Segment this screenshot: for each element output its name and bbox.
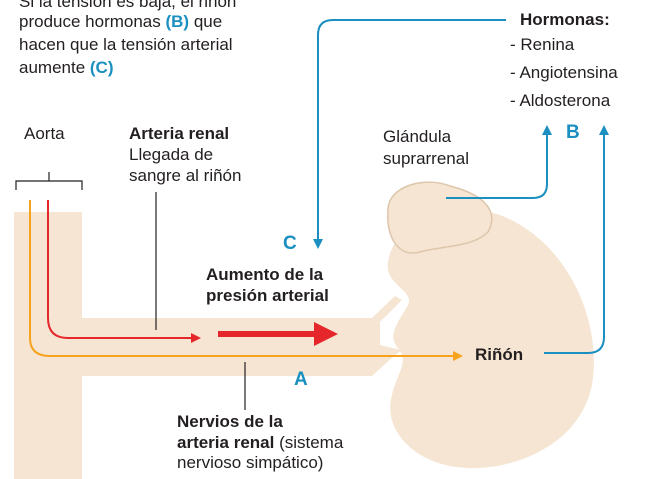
nerves-line-2-bold: arteria renal: [177, 433, 275, 452]
nerves-line-1: Nervios de la: [177, 412, 283, 431]
gland-to-hormones-arrow: [446, 125, 552, 199]
aorta-and-renal-artery: [14, 212, 402, 479]
blood-flow-line: [47, 200, 201, 343]
intro-ref-c: (C): [89, 58, 114, 77]
adrenal-gland-shape: [387, 181, 493, 254]
kidney-shape: [387, 209, 594, 469]
letter-a: A: [294, 369, 308, 390]
letter-c: C: [283, 233, 297, 254]
intro-line-2: produce hormonas (B) que: [19, 12, 222, 32]
pressure-arrowhead: [314, 322, 338, 346]
gland-label-1: Glándula: [383, 127, 452, 146]
kidney-label: Riñón: [475, 345, 524, 364]
arteria-title: Arteria renal: [129, 124, 230, 143]
arteria-line-3: sangre al riñón: [129, 166, 242, 185]
nerves-line-2-rest: (sistema: [274, 433, 344, 452]
hormones-title: Hormonas:: [520, 10, 610, 29]
nerve-line: [29, 200, 463, 361]
nerves-line-3: nervioso simpático): [177, 453, 324, 472]
nerves-line-2: arteria renal (sistema: [177, 433, 343, 453]
hormone-item: - Aldosterona: [510, 91, 611, 110]
hormone-item: - Renina: [510, 35, 575, 54]
arteria-line-2: Llegada de: [129, 145, 214, 164]
pressure-label-2: presión arterial: [206, 286, 329, 305]
gland-label-2: suprarrenal: [383, 149, 469, 168]
letter-b: B: [566, 122, 580, 143]
intro-ref-b: (B): [165, 12, 190, 31]
aorta-bracket: [15, 172, 83, 190]
kidney-to-hormones-arrow: [544, 125, 609, 354]
intro-text-2b: que: [189, 12, 223, 31]
intro-line-3: hacen que la tensión arterial: [19, 35, 233, 54]
pressure-label-1: Aumento de la: [206, 265, 324, 284]
intro-text-4a: aumente: [19, 58, 90, 77]
intro-line-4: aumente (C): [19, 58, 114, 78]
hormone-item: - Angiotensina: [510, 63, 618, 82]
aorta-label: Aorta: [24, 124, 65, 143]
intro-line-1: Si la tensión es baja, el riñón: [19, 0, 237, 11]
intro-text-2a: produce hormonas: [19, 12, 166, 31]
hormone-effect-arrow-c: [313, 19, 506, 249]
